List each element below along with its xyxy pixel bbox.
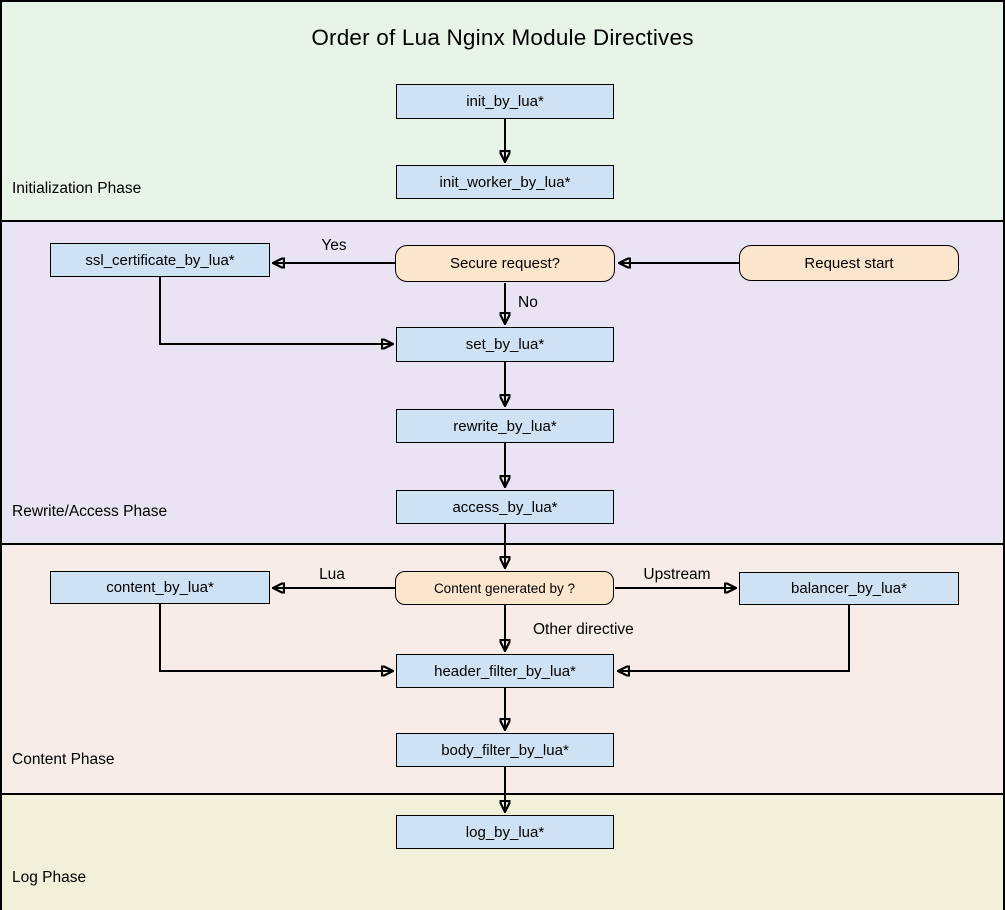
node-content-generated-by: Content generated by ? — [395, 571, 614, 605]
phase-label-initialization: Initialization Phase — [12, 180, 142, 197]
node-request-start: Request start — [739, 245, 959, 281]
edge-label-no: No — [518, 294, 538, 311]
node-init-worker-by-lua: init_worker_by_lua* — [396, 165, 614, 199]
node-header-filter-by-lua: header_filter_by_lua* — [396, 654, 614, 688]
node-access-by-lua: access_by_lua* — [396, 490, 614, 524]
edge-label-yes: Yes — [321, 237, 347, 254]
node-body-filter-by-lua: body_filter_by_lua* — [396, 733, 614, 767]
node-content-by-lua: content_by_lua* — [50, 571, 270, 604]
phase-label-content: Content Phase — [12, 751, 115, 768]
phase-label-log: Log Phase — [12, 869, 87, 886]
edge-label-upstream: Upstream — [643, 566, 711, 583]
node-balancer-by-lua: balancer_by_lua* — [739, 572, 959, 605]
node-set-by-lua: set_by_lua* — [396, 327, 614, 362]
edge-label-other-directive: Other directive — [533, 621, 634, 638]
edge-label-lua: Lua — [319, 566, 345, 583]
node-init-by-lua: init_by_lua* — [396, 84, 614, 119]
node-log-by-lua: log_by_lua* — [396, 815, 614, 849]
node-ssl-certificate-by-lua: ssl_certificate_by_lua* — [50, 243, 270, 277]
node-secure-request: Secure request? — [395, 245, 615, 282]
phase-log — [2, 793, 1003, 910]
node-rewrite-by-lua: rewrite_by_lua* — [396, 409, 614, 443]
phase-label-rewrite-access: Rewrite/Access Phase — [12, 503, 168, 520]
diagram-title: Order of Lua Nginx Module Directives — [311, 25, 694, 50]
